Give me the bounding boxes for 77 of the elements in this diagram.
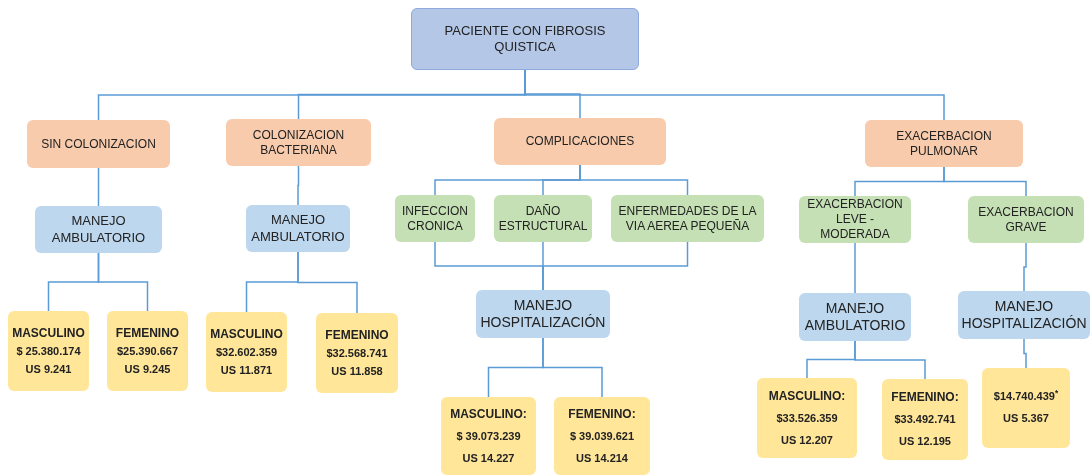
cost-value: $33.492.741: [894, 413, 956, 427]
cost-value: $33.526.359: [776, 411, 838, 426]
cost-value: US 11.858: [331, 364, 383, 379]
management-box: [799, 293, 911, 341]
cost-value: US 12.195: [899, 435, 951, 449]
category-box: [494, 118, 666, 165]
node-label: EXACERBACION LEVE - MODERADA: [806, 197, 904, 242]
node-label: EXACERBACION GRAVE: [977, 204, 1075, 235]
category-box: [226, 119, 371, 166]
node-label: SIN COLONIZACION: [41, 136, 156, 152]
node-label: INFECCION CRONICA: [401, 203, 469, 234]
cost-value: $25.390.667: [116, 344, 179, 359]
node-label: EXACERBACION PULMONAR: [895, 128, 993, 159]
node-label: COMPLICACIONES: [525, 134, 635, 149]
connector-line: [97, 167, 100, 207]
subcategory-box: [494, 195, 592, 242]
sex-label: FEMENINO:: [568, 406, 636, 422]
cost-box: [757, 378, 857, 458]
cost-value: $32.568.741: [326, 346, 388, 361]
subcategory-box: [611, 195, 764, 242]
cost-box: [8, 311, 89, 391]
connector-line: [297, 251, 358, 314]
node-label: PACIENTE CON FIBROSIS QUISTICA: [443, 22, 607, 56]
management-box: [35, 206, 162, 253]
sex-label: MASCULINO: [210, 326, 283, 342]
cost-value: US 9.241: [25, 362, 72, 377]
sex-label: MASCULINO: [12, 325, 85, 341]
cost-box: [107, 311, 188, 391]
sex-label: MASCULINO:: [768, 388, 846, 404]
cost-box: [441, 397, 536, 475]
management-box: [958, 291, 1090, 339]
node-label: MANEJO HOSPITALIZACIÓN: [961, 297, 1087, 333]
sex-label: FEMENINO:: [891, 390, 959, 406]
cost-value: US 5.367: [1003, 412, 1049, 426]
node-label: ENFERMEDADES DE LA VIA AEREA PEQUEÑA: [617, 203, 758, 234]
cost-value: $ 39.039.621: [569, 429, 635, 444]
cost-value: $32.602.359: [215, 345, 278, 360]
connector-line: [579, 164, 689, 196]
management-box: [246, 205, 350, 252]
cost-box: [982, 368, 1070, 448]
connector-line: [1023, 338, 1027, 369]
root-box: [411, 8, 639, 70]
connector-line: [1023, 242, 1027, 292]
connector-line: [297, 165, 300, 206]
node-label: MANEJO AMBULATORIO: [803, 299, 907, 335]
category-box: [27, 120, 170, 168]
cost-box: [554, 397, 650, 475]
sex-label: MASCULINO:: [450, 406, 527, 422]
subcategory-box: [968, 196, 1084, 243]
cost-value: $14.740.439$^{*}$: [993, 390, 1059, 404]
node-label: MANEJO AMBULATORIO: [50, 213, 147, 246]
connector-line: [542, 241, 689, 291]
management-box: [476, 290, 610, 338]
cost-value: US 14.227: [462, 451, 515, 466]
connector-line: [854, 242, 856, 294]
node-label: MANEJO HOSPITALIZACIÓN: [480, 296, 606, 332]
subcategory-box: [799, 196, 911, 243]
connector-line: [542, 337, 603, 398]
cost-value: US 11.871: [220, 363, 273, 378]
cost-value: US 12.207: [781, 433, 833, 448]
sex-label: FEMENINO: [115, 325, 180, 341]
connector-line: [854, 340, 926, 380]
cost-box: [206, 312, 287, 392]
sex-label: FEMENINO: [325, 327, 389, 343]
cost-value: US 14.214: [576, 451, 628, 466]
cost-value: $ 25.380.174: [16, 344, 81, 359]
subcategory-box: [395, 195, 475, 242]
cost-box: [882, 379, 968, 460]
node-label: DAÑO ESTRUCTURAL: [498, 203, 588, 234]
connector-line: [943, 166, 1027, 197]
cost-box: [316, 313, 398, 393]
connector-line: [97, 252, 149, 312]
cost-value: US 9.245: [124, 362, 171, 377]
category-box: [865, 120, 1023, 167]
cost-value: $ 39.073.239: [456, 429, 521, 444]
node-label: MANEJO AMBULATORIO: [250, 212, 346, 245]
node-label: COLONIZACION BACTERIANA: [251, 127, 346, 158]
